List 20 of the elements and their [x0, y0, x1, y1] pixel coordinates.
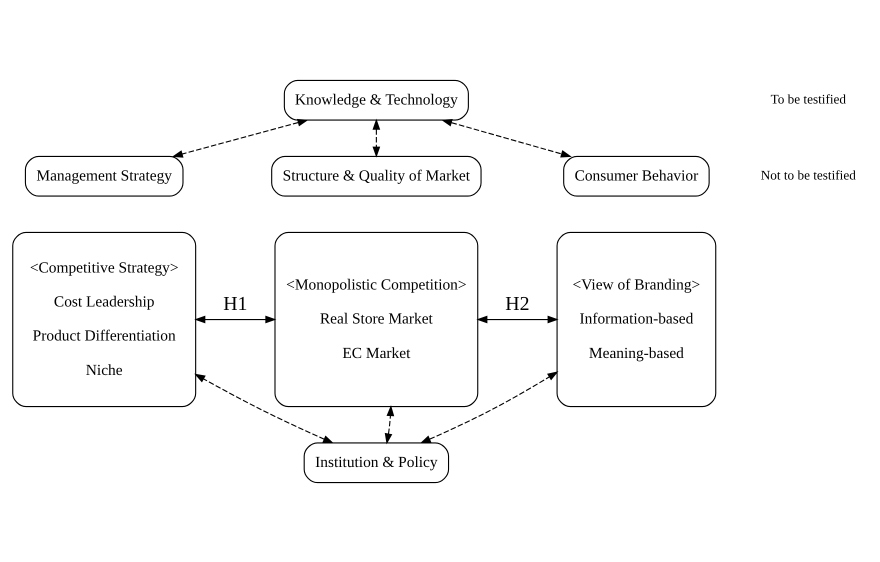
arrow	[194, 373, 334, 443]
node-box: Management Strategy	[24, 155, 184, 196]
node-box: <View of Branding> Information-based Meaning-based	[556, 231, 716, 407]
arrow	[441, 118, 572, 158]
arrow	[420, 370, 558, 444]
arrow	[194, 315, 276, 323]
arrow	[172, 118, 309, 158]
node-box: Institution & Policy	[304, 442, 450, 483]
legend-label: To be testified	[770, 91, 846, 106]
node-box: <Monopolistic Competition> Real Store Market EC Market	[274, 231, 478, 407]
node-box: Knowledge & Technology	[284, 79, 469, 120]
node-box: Structure & Quality of Market	[271, 155, 482, 196]
node-box: Consumer Behavior	[563, 155, 710, 196]
node-box: <Competitive Strategy> Cost Leadership Product Differentiation Niche	[12, 231, 196, 407]
arrow	[372, 118, 380, 158]
arrow	[476, 315, 559, 323]
arrow	[384, 404, 394, 444]
legend-label: Not to be testified	[760, 167, 856, 182]
edge-label: H1	[223, 292, 248, 315]
edge-label: H2	[505, 292, 530, 315]
